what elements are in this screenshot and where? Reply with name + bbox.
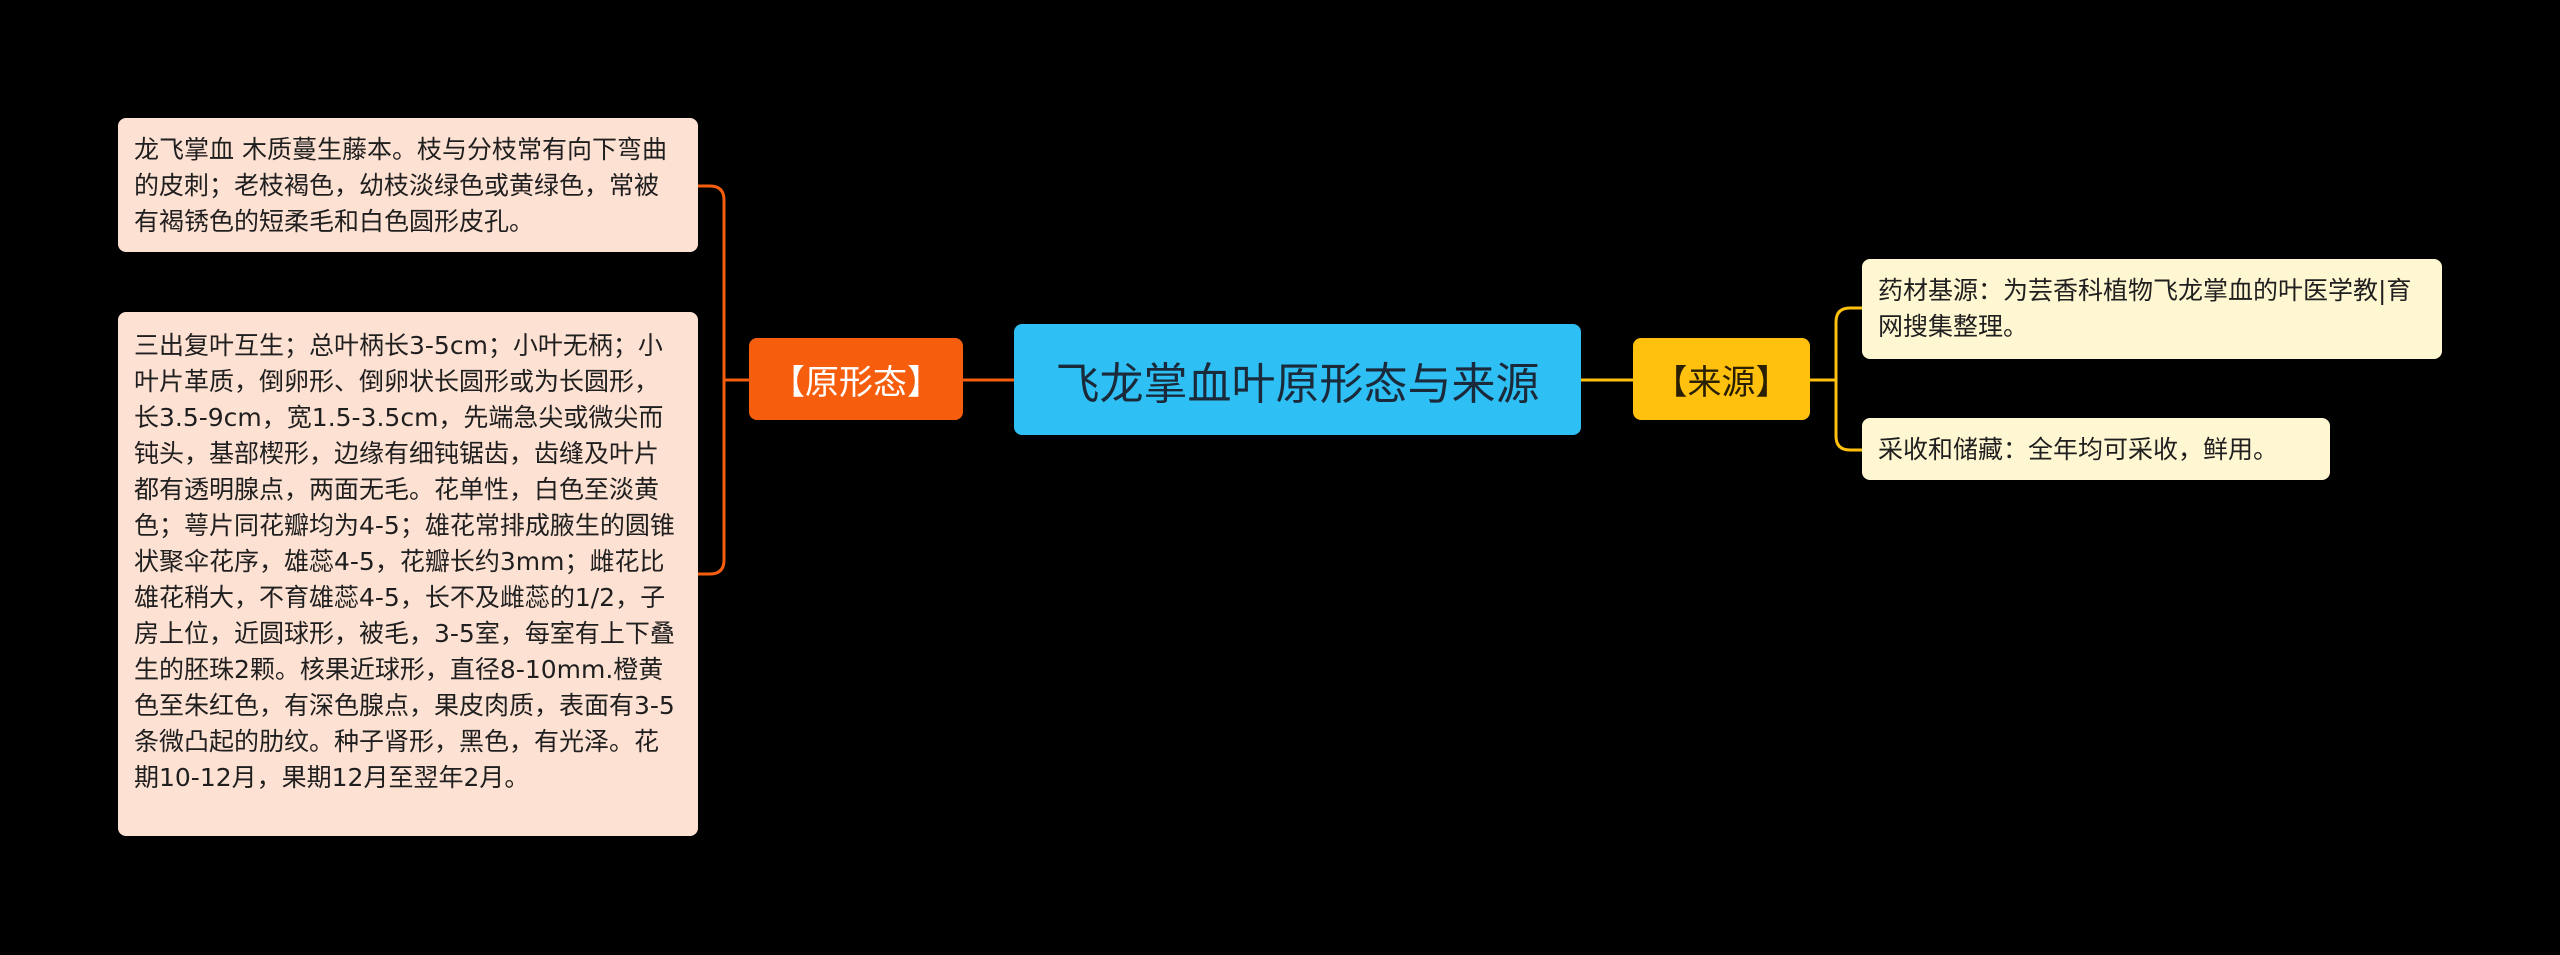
leaf-node-material-origin[interactable]: 药材基源：为芸香科植物飞龙掌血的叶医学教|育网搜集整理。 [1862,259,2442,359]
branch-node-source[interactable]: 【来源】 [1633,338,1810,420]
branch-node-morphology[interactable]: 【原形态】 [749,338,963,420]
root-node[interactable]: 飞龙掌血叶原形态与来源 [1014,324,1581,435]
connector-right-branch-to-leaf-4 [1834,380,1862,452]
connector-left-branch-to-leaf-2 [698,380,726,576]
connector-right-branch-to-leaf-3 [1810,306,1862,382]
leaf-node-harvest-storage[interactable]: 采收和储藏：全年均可采收，鲜用。 [1862,418,2330,480]
leaf-node-leaf-flower-fruit-description[interactable]: 三出复叶互生；总叶柄长3-5cm；小叶无柄；小叶片革质，倒卵形、倒卵状长圆形或为… [118,312,698,836]
connector-left-branch-to-leaf-1 [698,184,749,382]
leaf-node-stem-description[interactable]: 龙飞掌血 木质蔓生藤本。枝与分枝常有向下弯曲的皮刺；老枝褐色，幼枝淡绿色或黄绿色… [118,118,698,252]
